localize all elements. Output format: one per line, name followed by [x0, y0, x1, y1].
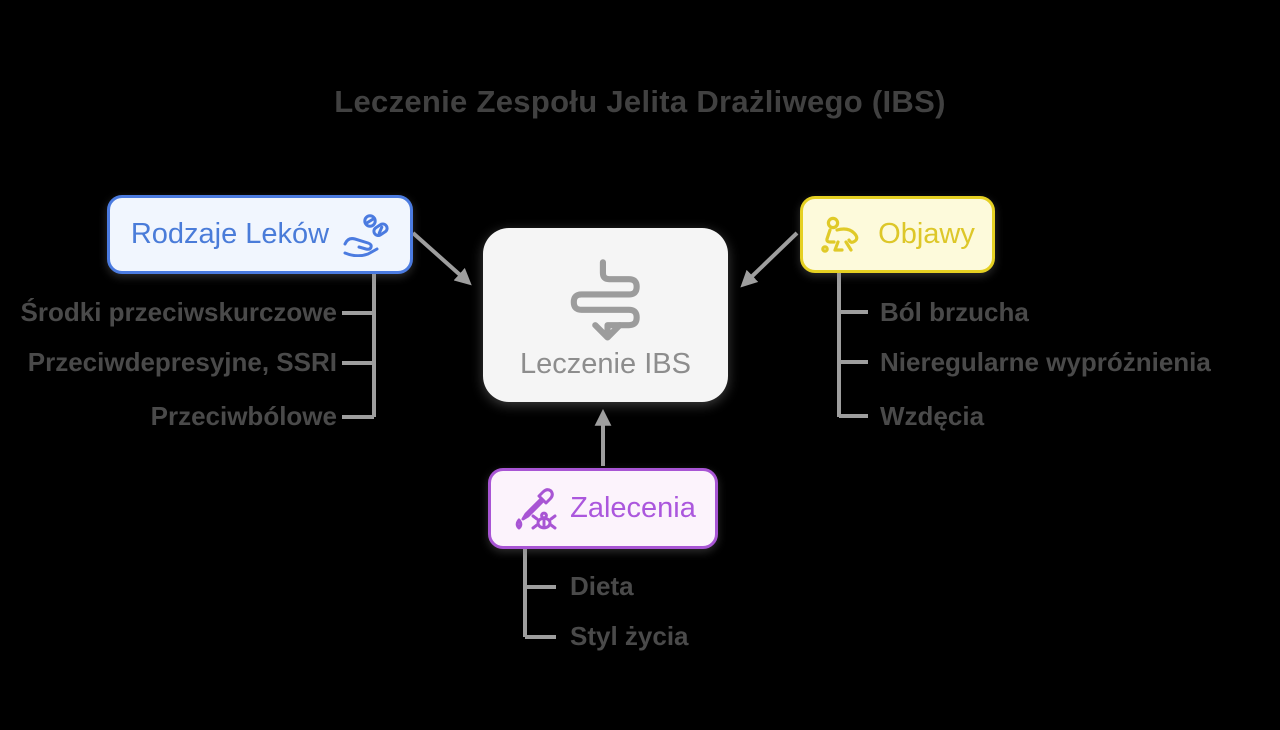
item-symptoms-2[interactable]: Nieregularne wypróżnienia: [880, 347, 1211, 377]
connector-symptoms-center: [740, 231, 799, 288]
item-medications-2[interactable]: Przeciwdepresyjne, SSRI: [27, 347, 337, 377]
crawling-person-icon: [820, 214, 866, 256]
branch-label-rodzaje-lekow: Rodzaje Leków: [130, 218, 330, 250]
hand-pills-icon: [341, 213, 389, 257]
item-symptoms-1[interactable]: Ból brzucha: [880, 297, 1029, 327]
diagram-title: Leczenie Zespołu Jelita Drażliwego (IBS): [334, 84, 946, 119]
item-symptoms-3[interactable]: Wzdęcia: [880, 401, 985, 431]
connector-medications-center: [411, 231, 472, 286]
branch-node-objawy[interactable]: Objawy: [800, 196, 995, 273]
item-recommendations-1[interactable]: Dieta: [570, 571, 634, 601]
dropper-bug-icon: [510, 486, 558, 532]
intestine-flow-icon: [560, 250, 652, 342]
branch-label-objawy: Objawy: [878, 218, 975, 250]
branch-node-rodzaje-lekow[interactable]: Rodzaje Leków: [107, 195, 413, 274]
center-node-label: Leczenie IBS: [520, 347, 691, 380]
branch-label-zalecenia: Zalecenia: [570, 492, 696, 524]
item-recommendations-2[interactable]: Styl życia: [570, 621, 689, 651]
branch-node-zalecenia[interactable]: Zalecenia: [488, 468, 718, 549]
item-medications-1[interactable]: Środki przeciwskurczowe: [20, 297, 337, 327]
center-node-leczenie-ibs[interactable]: Leczenie IBS: [483, 228, 728, 402]
item-medications-3[interactable]: Przeciwbólowe: [150, 401, 337, 431]
